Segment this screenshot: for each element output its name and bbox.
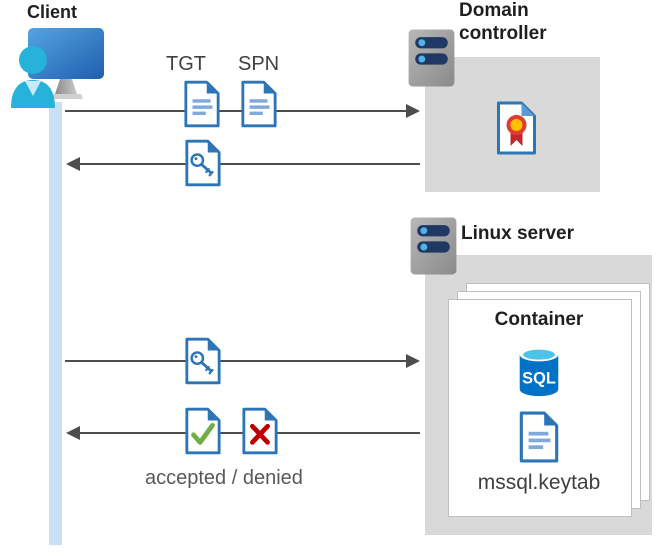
keytab-label: mssql.keytab xyxy=(477,471,601,494)
client-lifeline xyxy=(49,102,62,545)
client-label: Client xyxy=(27,2,78,22)
arrow-request-sql-line xyxy=(65,360,407,362)
monitor-screen xyxy=(28,28,104,79)
keytab-document-icon xyxy=(519,411,559,463)
linux-server-icon xyxy=(410,217,457,275)
monitor-stand xyxy=(55,79,77,94)
domain-controller-label: Domain controller xyxy=(459,0,547,44)
check-document-icon xyxy=(185,407,221,455)
result-label: accepted / denied xyxy=(145,467,303,489)
arrow-request-dc-line xyxy=(65,110,407,112)
container-card-front xyxy=(448,299,632,517)
linux-server-label: Linux server xyxy=(461,223,574,244)
tgt-document-icon xyxy=(184,80,220,128)
arrow-response-dc-line xyxy=(78,163,420,165)
key-document-icon-2 xyxy=(185,337,221,385)
container-label: Container xyxy=(494,309,584,330)
certificate-icon xyxy=(497,101,536,155)
sql-database-icon: SQL xyxy=(519,347,559,397)
spn-document-icon xyxy=(241,80,277,128)
sql-label: SQL xyxy=(522,370,556,388)
arrow-request-sql-head xyxy=(406,354,420,368)
arrow-request-dc-head xyxy=(406,104,420,118)
spn-label: SPN xyxy=(238,53,280,75)
person-head xyxy=(19,46,47,74)
person-collar xyxy=(25,81,41,96)
client-icon xyxy=(11,28,104,108)
domain-controller-server-icon xyxy=(408,29,455,87)
monitor-base xyxy=(49,94,83,99)
arrow-response-sql-head xyxy=(66,426,80,440)
key-document-icon-1 xyxy=(185,139,221,187)
arrow-response-dc-head xyxy=(66,157,80,171)
tgt-label: TGT xyxy=(166,53,206,75)
x-document-icon xyxy=(242,407,278,455)
